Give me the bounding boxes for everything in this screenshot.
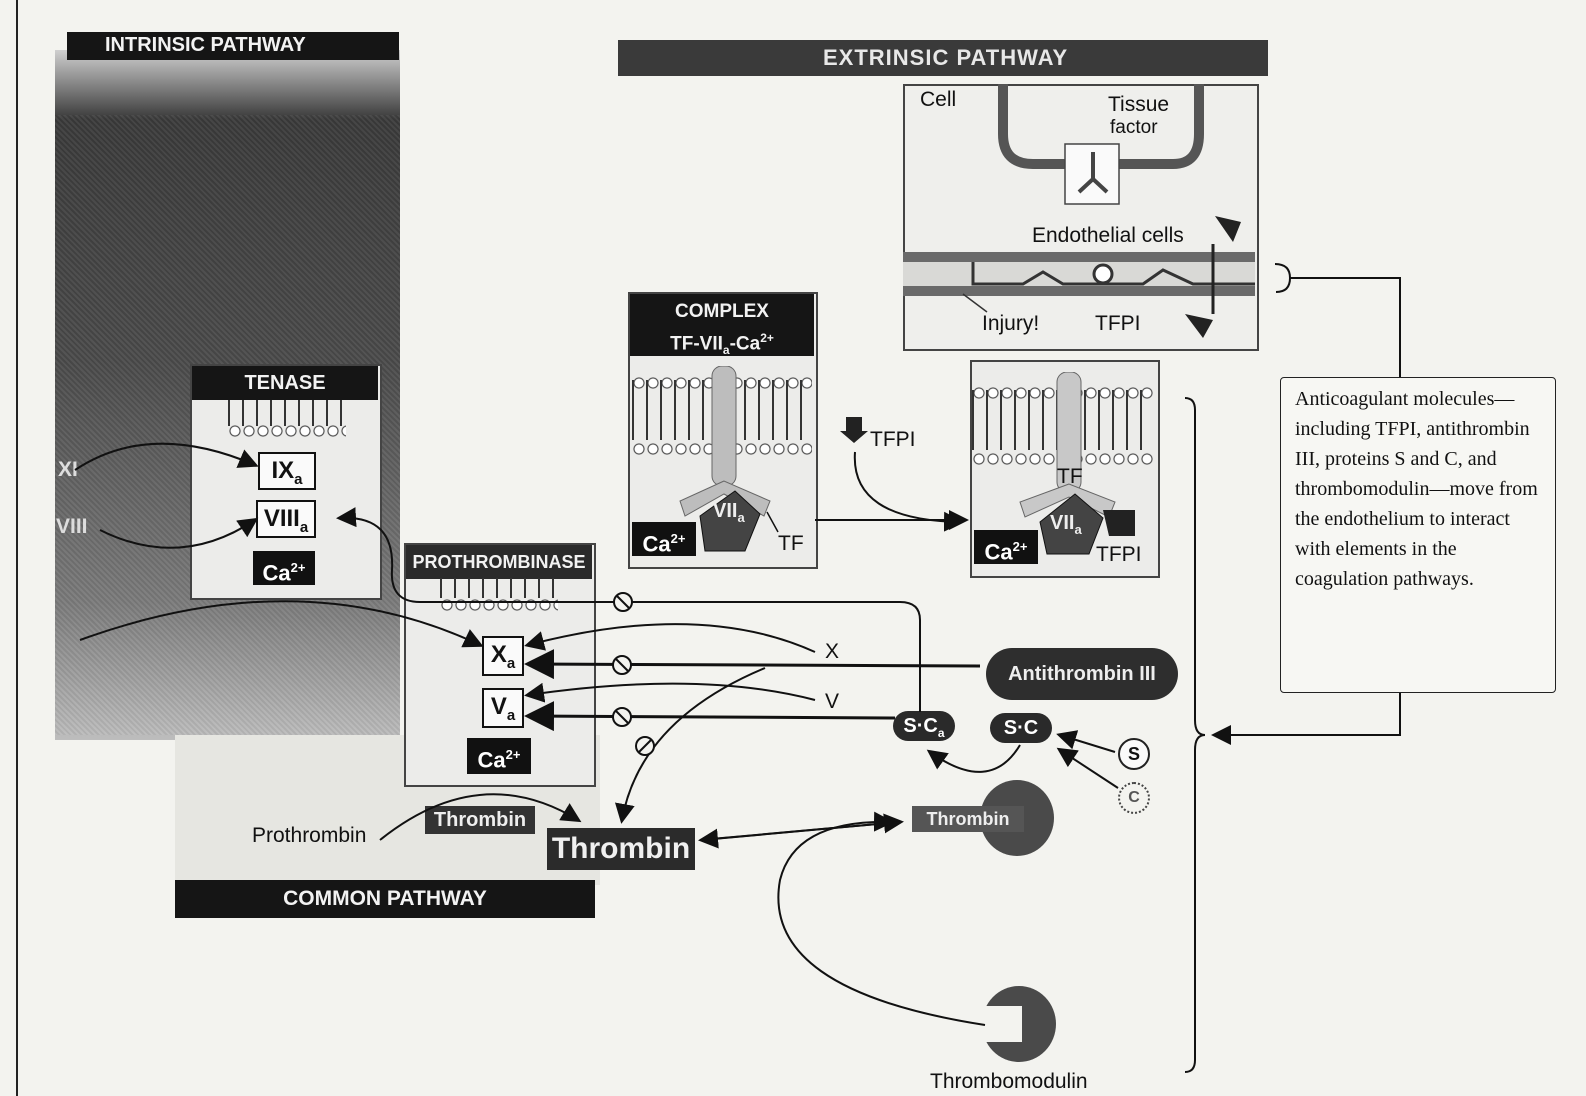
arrow-thrombin-left	[702, 822, 900, 840]
complex-tf-pointer	[767, 512, 778, 532]
arrow-x-to-xa	[528, 624, 815, 652]
arrow-thrombomodulin	[778, 822, 985, 1025]
connector-to-note	[1290, 278, 1400, 377]
arrow-tenase-to-xa	[80, 601, 480, 645]
brace-right	[1185, 398, 1205, 1072]
brace-top	[1275, 264, 1290, 292]
arrow-tfpi-to-box	[855, 452, 960, 522]
arrow-s-to-sc	[1060, 735, 1115, 752]
inhibit-line-sca-va	[530, 716, 895, 718]
arrow-v-to-va	[528, 684, 815, 700]
arrow-prothrombin	[380, 794, 578, 840]
arrow-viii-to-viiia	[100, 520, 255, 548]
arrow-c-to-sc	[1060, 750, 1118, 788]
arrow-xi-to-ixa	[75, 444, 255, 470]
arrow-sca-inhibits-viiia	[340, 518, 920, 712]
connector-note-to-brace	[1215, 693, 1400, 735]
inhibit-line-antithrombin-xa	[530, 664, 980, 666]
arrow-sc-to-sca	[930, 745, 1020, 772]
